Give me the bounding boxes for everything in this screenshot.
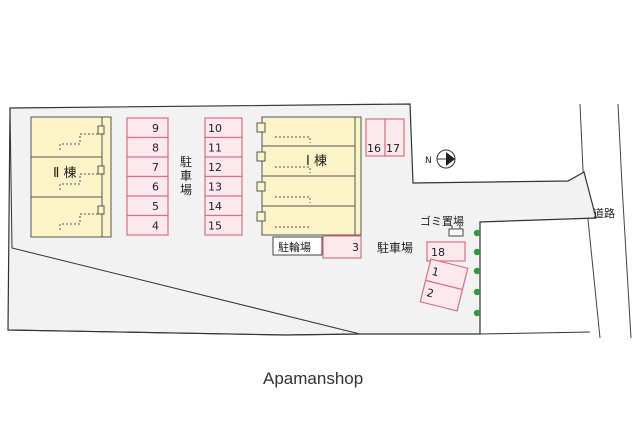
parking-center-vertical: 駐車場 [180, 154, 192, 197]
parking-space-5-label: 5 [152, 200, 159, 213]
road-edge-right [617, 103, 632, 339]
tree-icon [473, 248, 481, 256]
parking-space-12: 12 [204, 156, 243, 178]
building-1-label: Ⅰ 棟 [306, 154, 327, 169]
parking-space-16: 16 [365, 118, 386, 157]
parking-space-7: 7 [126, 156, 169, 178]
bicycle-parking-label: 駐輪場 [278, 240, 311, 254]
parking-space-3: 3 [322, 235, 362, 259]
lot-diagonal-edge [9, 107, 361, 335]
lot-road-edge [479, 331, 591, 335]
parking-space-12-label: 12 [208, 161, 222, 174]
parking-space-17: 17 [384, 118, 405, 157]
parking-space-2-label: 2 [425, 286, 435, 300]
garbage-box [448, 228, 464, 237]
parking-center-char: 場 [180, 183, 192, 197]
garbage-label: ゴミ置場 [420, 214, 464, 228]
compass-north-label: N [425, 156, 432, 166]
parking-space-18: 18 [426, 241, 466, 262]
parking-right-label: 駐車場 [377, 240, 413, 255]
tree-icon [473, 309, 481, 317]
parking-center-char: 車 [180, 169, 192, 183]
parking-space-1-label: 1 [430, 265, 440, 279]
compass-icon: N [425, 149, 456, 169]
parking-space-14-label: 14 [208, 200, 222, 213]
watermark: Apamanshop [263, 369, 363, 388]
building-2: Ⅱ 棟 [30, 116, 112, 238]
parking-space-9: 9 [126, 117, 169, 139]
tree-icon [473, 229, 481, 237]
parking-space-6: 6 [126, 175, 169, 197]
parking-space-4: 4 [126, 214, 169, 236]
parking-space-8: 8 [126, 136, 169, 158]
parking-space-7-label: 7 [152, 161, 159, 174]
parking-space-10: 10 [204, 117, 243, 139]
parking-space-8-label: 8 [152, 142, 159, 155]
tree-icon [473, 267, 481, 275]
parking-space-15-label: 15 [208, 220, 222, 233]
parking-space-18-label: 18 [431, 246, 445, 259]
parking-space-13-label: 13 [208, 181, 222, 194]
lot-bottom-edge [7, 329, 361, 336]
parking-space-11: 11 [204, 136, 243, 158]
parking-space-4-label: 4 [152, 220, 159, 233]
parking-space-5: 5 [126, 195, 169, 217]
parking-space-15: 15 [204, 214, 243, 236]
tree-icon [473, 288, 481, 296]
road-edge-left [579, 103, 601, 339]
parking-space-2: 2 [419, 279, 464, 312]
parking-space-3-label: 3 [352, 241, 359, 254]
parking-space-13: 13 [204, 175, 243, 197]
parking-space-16-label: 16 [367, 142, 381, 155]
parking-space-9-label: 9 [152, 122, 159, 135]
parking-space-11-label: 11 [208, 142, 222, 155]
trees [473, 229, 481, 317]
road-label: 道路 [593, 206, 615, 220]
parking-space-17-label: 17 [386, 142, 400, 155]
parking-space-14: 14 [204, 195, 243, 217]
bicycle-parking [272, 236, 323, 256]
building-2-label: Ⅱ 棟 [53, 166, 77, 181]
parking-space-6-label: 6 [152, 181, 159, 194]
parking-center-char: 駐 [180, 154, 192, 169]
parking-space-10-label: 10 [208, 122, 222, 135]
building-1: Ⅰ 棟 [256, 116, 362, 236]
